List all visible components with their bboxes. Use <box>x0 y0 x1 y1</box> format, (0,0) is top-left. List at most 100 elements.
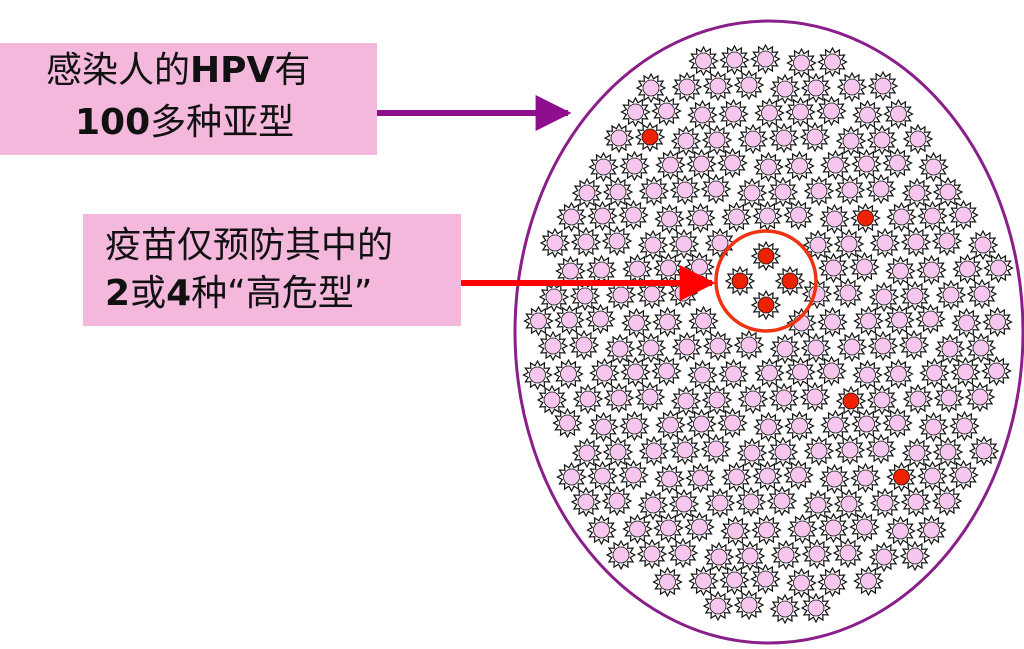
hpv-particle-core <box>740 596 758 614</box>
hpv-particle-core <box>823 362 840 380</box>
hpv-particle-core <box>856 258 873 276</box>
hpv-particle-core <box>776 340 794 358</box>
hpv-particle-core <box>708 391 726 409</box>
hpv-particle-core <box>807 79 825 97</box>
high-risk-highlight-circle <box>714 229 818 333</box>
hpv-particle-core <box>840 495 858 513</box>
hpv-particle-core <box>594 467 611 485</box>
hpv-particle-core <box>529 366 546 384</box>
hpv-particle-core <box>826 210 843 228</box>
total-subtypes-hpv: HPV <box>190 50 275 91</box>
hpv-particle-core <box>793 54 810 72</box>
hpv-particle-core <box>743 444 761 462</box>
hpv-particle-core <box>562 262 579 280</box>
hpv-particle-core <box>858 415 875 433</box>
hpv-particle-core <box>942 286 960 304</box>
hpv-particle-core <box>727 522 744 540</box>
total-subtypes-line1-prefix: 感染人的 <box>46 50 191 91</box>
hpv-particle-core <box>872 440 890 458</box>
vaccine-target-particle-core <box>781 272 799 290</box>
hpv-particle-core <box>908 184 926 202</box>
hpv-particle-core <box>608 492 626 510</box>
hpv-particle-core <box>806 388 824 406</box>
hpv-particle-core <box>629 260 646 278</box>
hpv-particle-core <box>824 53 841 71</box>
hpv-particle-core <box>676 441 694 459</box>
hpv-particle-core <box>675 495 693 513</box>
hpv-particle-core <box>678 78 696 96</box>
total-subtypes-line2-suffix: 多种亚型 <box>150 102 295 143</box>
hpv-particle-core <box>940 389 958 407</box>
hpv-particle-core <box>692 209 709 227</box>
vaccine-coverage-label: 疫苗仅预防其中的 2或4种“高危型” <box>83 214 461 326</box>
hpv-particle-core <box>941 340 959 358</box>
hpv-particle-core <box>596 364 613 382</box>
hpv-particle-core <box>593 521 610 539</box>
hpv-particle-core <box>792 103 809 121</box>
hpv-particle-core <box>860 312 877 330</box>
hpv-particle-core <box>642 79 660 97</box>
hpv-particle-core <box>612 546 630 564</box>
hpv-particle-core <box>660 519 677 537</box>
hpv-population-ellipse <box>513 19 1024 645</box>
hpv-particle-core <box>810 442 828 460</box>
hpv-particle-core <box>741 547 759 565</box>
hpv-particle-core <box>707 440 725 458</box>
hpv-particle-core <box>660 259 677 277</box>
hpv-particle-core <box>757 50 774 68</box>
hpv-particle-core <box>975 442 993 460</box>
hpv-particle-core <box>692 469 709 487</box>
vaccine-high-risk-text: 种“高危型” <box>191 273 373 314</box>
hpv-particle-core <box>874 337 892 355</box>
hpv-particle-core <box>709 597 727 615</box>
hpv-particle-core <box>809 236 827 254</box>
hpv-particle-core <box>629 520 646 538</box>
hpv-particle-core <box>873 131 891 149</box>
hpv-particle-core <box>973 285 991 303</box>
hpv-particle-core <box>595 158 612 176</box>
hpv-particle-core <box>662 416 679 434</box>
hpv-particle-core <box>974 236 992 254</box>
hpv-particle-core <box>775 389 793 407</box>
hpv-particle-core <box>926 364 943 382</box>
hpv-particle-core <box>757 570 774 588</box>
vaccine-coverage-line2: 2或4种“高危型” <box>105 276 372 312</box>
hpv-particle-core <box>578 444 596 462</box>
hpv-particle-core <box>907 493 925 511</box>
hpv-particle-core <box>674 544 692 562</box>
hpv-particle-core <box>642 339 660 357</box>
hpv-particle-core <box>661 210 678 228</box>
vaccine-target-particle-core <box>731 272 749 290</box>
hpv-particle-core <box>676 181 694 199</box>
hpv-particle-core <box>826 470 843 488</box>
hpv-particle-core <box>760 158 777 176</box>
hpv-particle-core <box>544 337 562 355</box>
hpv-particle-core <box>825 259 842 277</box>
hpv-particle-core <box>740 336 758 354</box>
hpv-particle-core <box>909 130 927 148</box>
vaccine-or: 或 <box>130 273 167 314</box>
hpv-particle-core <box>710 548 728 566</box>
hpv-particle-core <box>857 469 874 487</box>
hpv-particle-core <box>707 180 725 198</box>
hpv-particle-core <box>922 310 939 328</box>
total-subtypes-label: 感染人的HPV有 100多种亚型 <box>0 43 377 155</box>
hpv-particle-core <box>840 235 858 253</box>
hpv-particle-core <box>892 522 909 540</box>
hpv-particle-core <box>563 208 580 226</box>
hpv-particle-core <box>559 414 576 432</box>
hpv-particle-core <box>807 599 825 617</box>
hpv-particle-core <box>924 467 941 485</box>
hpv-particle-core <box>691 258 708 276</box>
hpv-particle-core <box>875 548 893 566</box>
hpv-particle-core <box>761 104 778 122</box>
vaccine-count-b: 4 <box>166 273 192 314</box>
hpv-particle-core <box>890 105 907 123</box>
hpv-particle-core <box>839 544 857 562</box>
hpv-particle-core <box>955 206 972 224</box>
hpv-particle-core <box>560 365 577 383</box>
hpv-particle-core <box>662 156 679 174</box>
hpv-particle-core <box>859 366 876 384</box>
hpv-particle-core <box>694 106 711 124</box>
hpv-particle-core <box>906 547 924 565</box>
